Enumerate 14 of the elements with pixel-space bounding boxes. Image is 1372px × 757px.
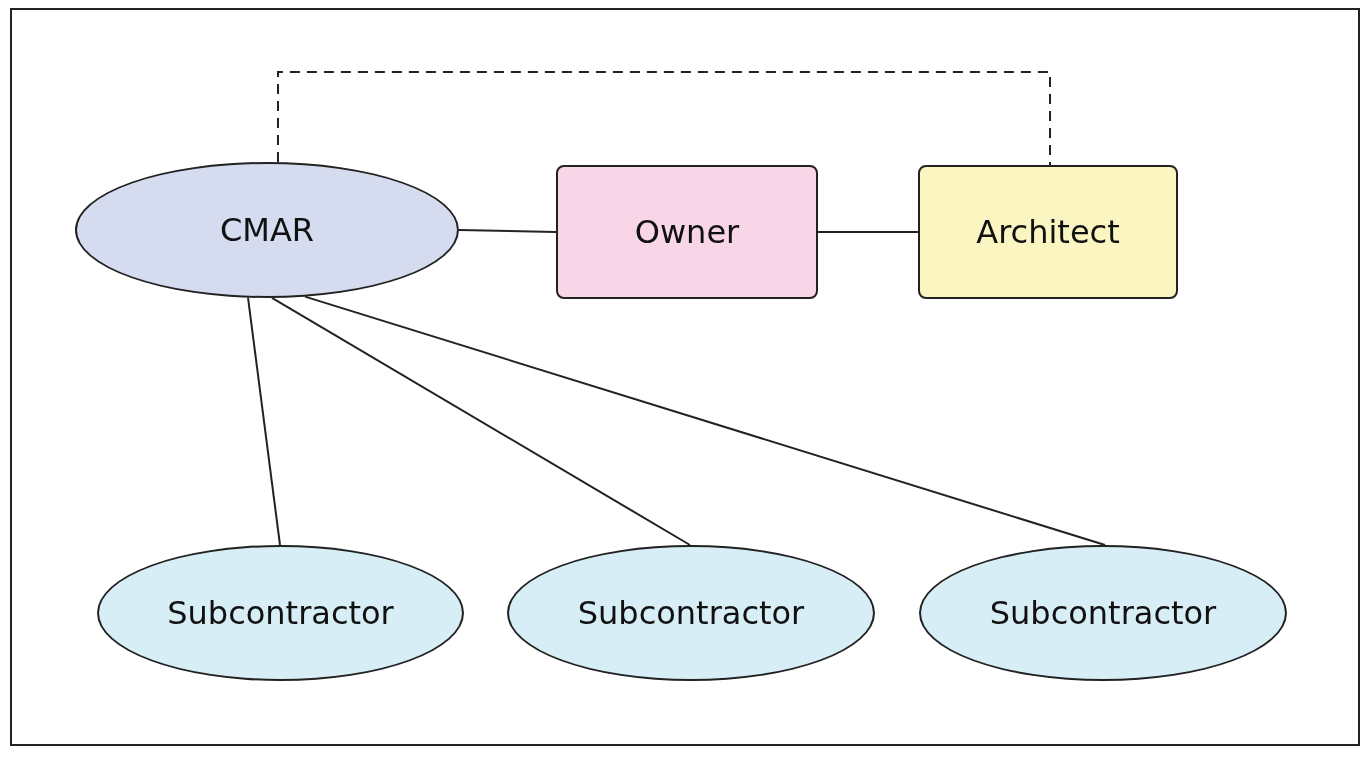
node-label: Subcontractor [167,594,394,632]
node-label: CMAR [219,211,315,249]
node-label: Subcontractor [577,594,805,632]
process-box [556,165,818,299]
connector-line [304,295,1106,546]
connector-line [247,296,281,546]
dashed-connector [277,71,1051,166]
connector-line [271,297,691,546]
process-box [918,165,1178,299]
node-label: Subcontractor [989,594,1217,632]
node-label: Architect [976,213,1120,251]
connector-line [817,231,919,233]
node-label: Owner [634,213,740,251]
connector-line [458,229,557,233]
